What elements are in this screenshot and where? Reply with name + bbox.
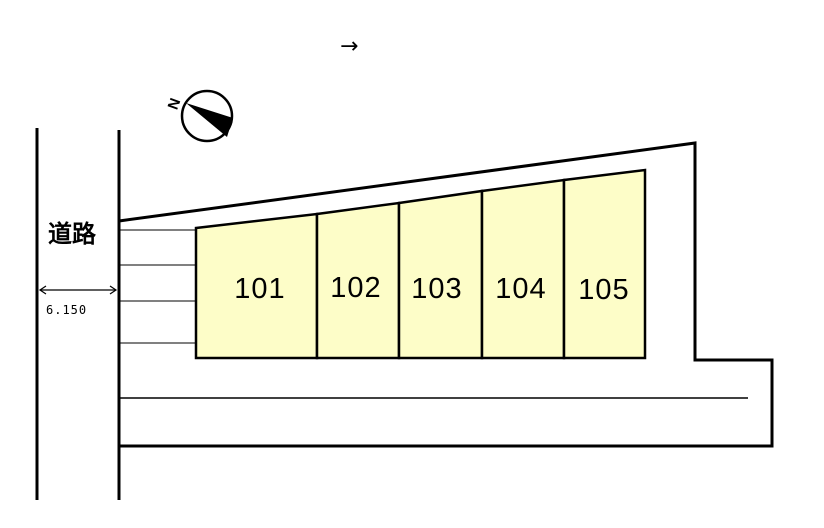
road-width-label: 6.150	[46, 303, 87, 317]
compass-north-icon: N	[165, 89, 234, 143]
road-label: 道路	[48, 220, 97, 248]
unit-105	[562, 168, 647, 360]
building	[194, 168, 647, 360]
unit-label-101: 101	[234, 273, 285, 305]
parking-stalls	[119, 229, 196, 344]
unit-label-104: 104	[495, 273, 546, 305]
unit-label-105: 105	[578, 274, 629, 306]
road-width-dimension	[38, 285, 118, 295]
unit-label-102: 102	[330, 272, 381, 304]
unit-104	[480, 178, 566, 360]
top-arrow: →	[340, 34, 358, 59]
compass-letter: N	[165, 96, 185, 112]
lot-boundary	[118, 141, 774, 448]
unit-label-103: 103	[411, 273, 462, 305]
